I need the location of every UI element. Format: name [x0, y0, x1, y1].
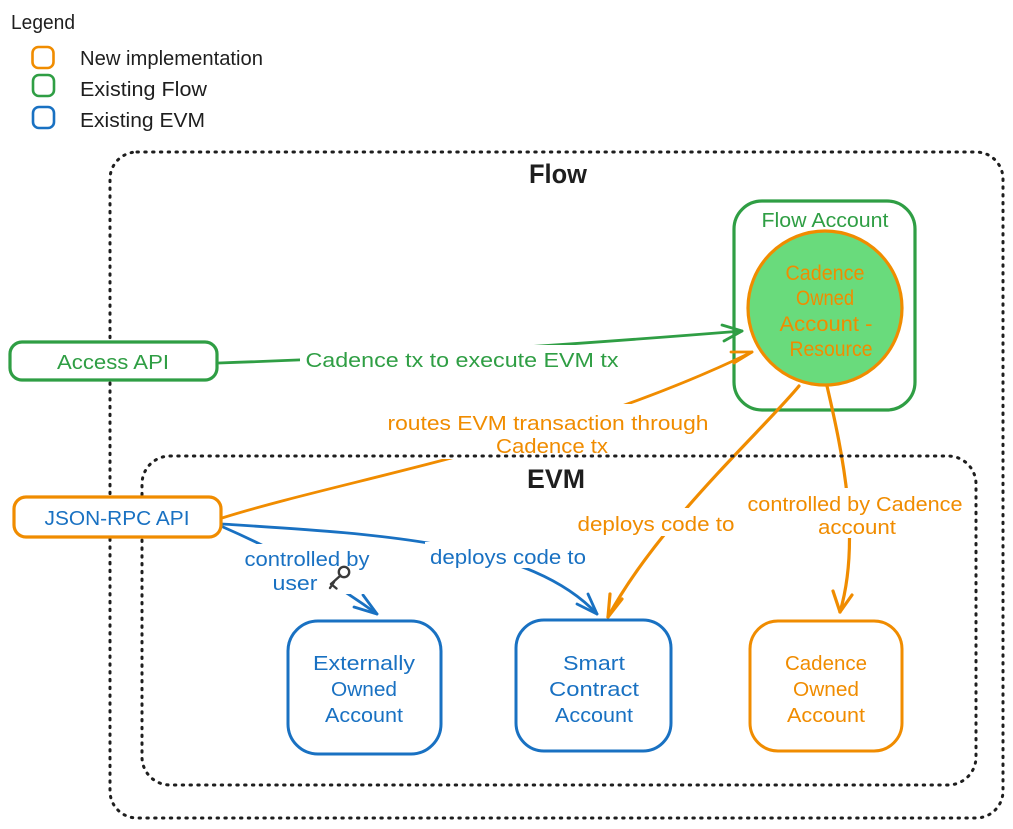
svg-text:deploys code to: deploys code to: [578, 514, 735, 536]
svg-text:Cadence: Cadence: [785, 653, 867, 675]
svg-text:Cadence tx to execute EVM tx: Cadence tx to execute EVM tx: [306, 350, 619, 372]
svg-text:Owned: Owned: [793, 679, 859, 701]
svg-text:Existing Flow: Existing Flow: [80, 79, 208, 101]
svg-text:Cadence: Cadence: [786, 262, 865, 285]
svg-text:EVM: EVM: [527, 464, 585, 494]
svg-text:Flow: Flow: [529, 159, 588, 189]
svg-text:Account -: Account -: [780, 313, 873, 336]
svg-text:routes EVM transaction through: routes EVM transaction through: [388, 413, 709, 435]
svg-text:JSON-RPC API: JSON-RPC API: [45, 508, 190, 530]
svg-text:New implementation: New implementation: [80, 48, 263, 70]
svg-text:controlled by: controlled by: [245, 549, 370, 571]
svg-text:Owned: Owned: [796, 287, 854, 310]
svg-text:Account: Account: [555, 705, 633, 727]
svg-text:Cadence tx: Cadence tx: [496, 436, 608, 458]
svg-text:Existing EVM: Existing EVM: [80, 110, 205, 132]
svg-text:Externally: Externally: [313, 653, 415, 675]
svg-text:Flow Account: Flow Account: [762, 210, 889, 232]
svg-text:Contract: Contract: [549, 679, 640, 701]
svg-text:Access API: Access API: [57, 352, 169, 374]
svg-text:account: account: [818, 517, 896, 539]
svg-text:Account: Account: [787, 705, 865, 727]
svg-text:Account: Account: [325, 705, 403, 727]
svg-text:deploys code to: deploys code to: [430, 547, 586, 569]
svg-text:controlled by Cadence: controlled by Cadence: [748, 494, 963, 516]
svg-text:Resource: Resource: [790, 338, 873, 361]
svg-text:user: user: [273, 573, 318, 595]
svg-text:Legend: Legend: [11, 12, 75, 34]
svg-text:Smart: Smart: [563, 653, 626, 675]
svg-text:Owned: Owned: [331, 679, 397, 701]
